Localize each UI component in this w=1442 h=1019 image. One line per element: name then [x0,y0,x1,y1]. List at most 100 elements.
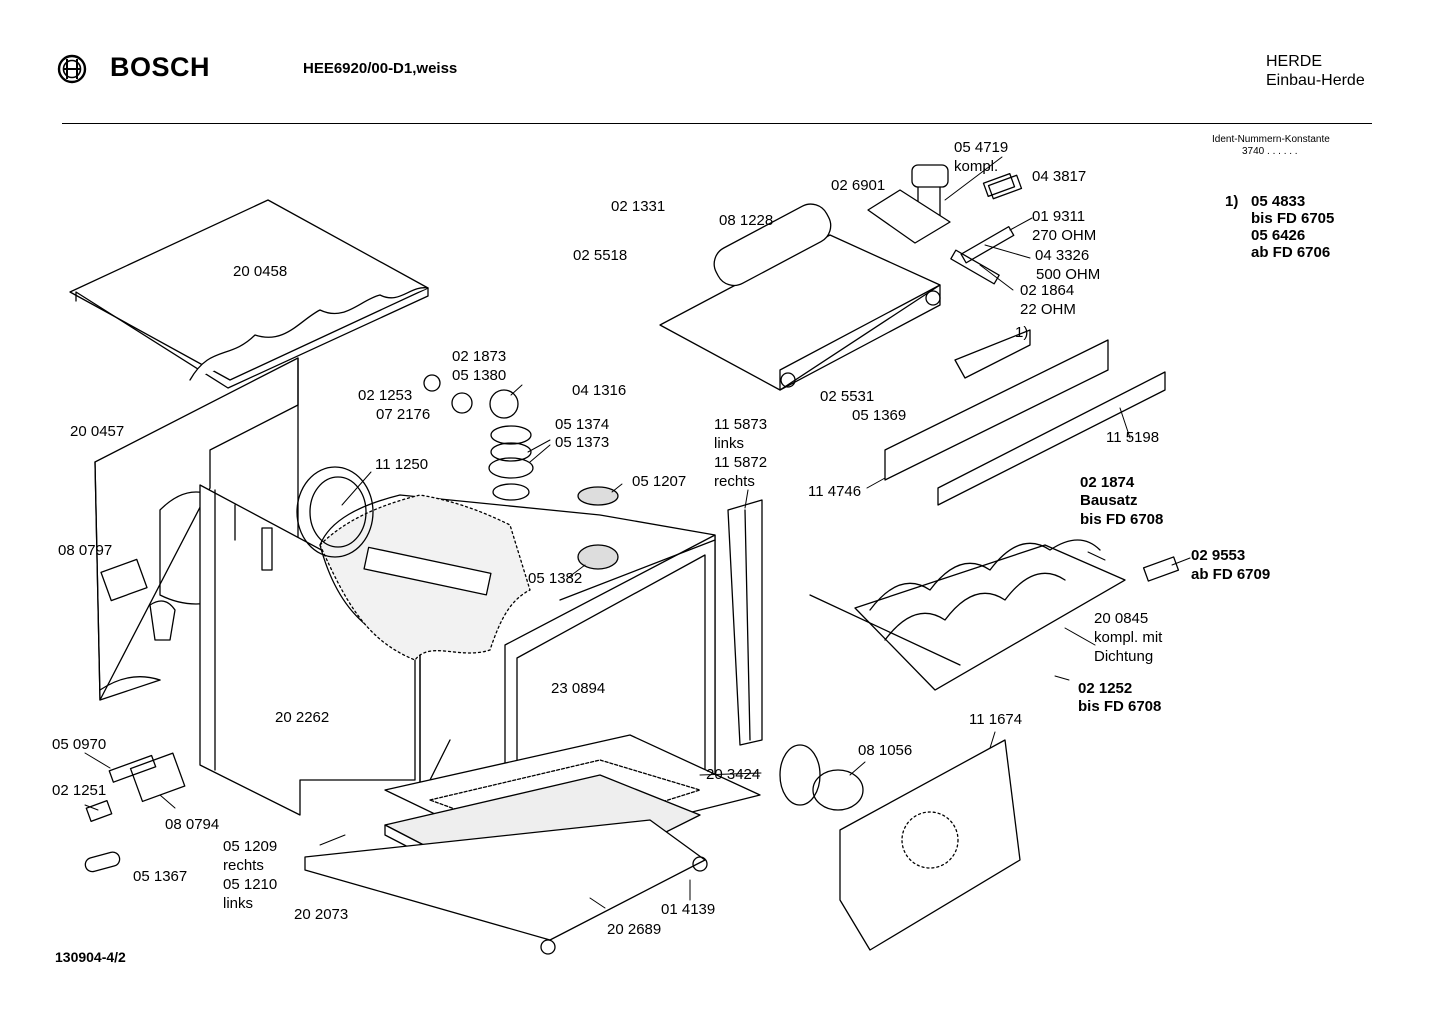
part-label-20-3424: 20 3424 [706,766,761,783]
part-label-02-9553: 02 9553 [1191,547,1246,564]
part-note: Dichtung [1094,648,1154,665]
drawing-number: 130904-4/2 [55,949,126,965]
part-label-500-ohm: 500 OHM [1036,266,1101,283]
part-label-bausatz: Bausatz bis FD 6708 [1080,491,1163,529]
part-label-02-5518: 02 5518 [573,247,628,264]
category-line-1: HERDE [1266,53,1323,70]
model-number: HEE6920/00-D1,weiss [303,60,458,77]
part-label-05-1373: 05 1373 [555,434,610,451]
part-label-08-1056: 08 1056 [858,742,913,759]
part-label-05-1374: 05 1374 [555,416,610,433]
category-line-2: Einbau-Herde [1266,72,1365,89]
part-label-20-2262: 20 2262 [275,709,330,726]
part-note: kompl. [954,158,999,175]
part-note: links [223,895,254,912]
part-label-02-6901: 02 6901 [831,177,886,194]
part-label-02-1874: 02 1874 [1080,474,1135,491]
side-rail-part [727,499,763,746]
part-number: 02 1253 [358,387,413,404]
drawer-rail-part [304,819,708,955]
part-note: rechts [714,473,755,490]
heating-element-part [809,539,1126,691]
ident-constant: Ident-Nummern-Konstante 3740 . . . . . . [1212,134,1330,158]
part-label-23-0894: 23 0894 [551,680,606,697]
part-label-footnote-ref: 1) [1015,324,1029,341]
part-label-11-1250: 11 1250 [375,456,429,473]
part-label-02-1864: 02 1864 22 OHM [1020,281,1076,319]
part-label-20-0457: 20 0457 [70,423,125,440]
small-parts [84,172,1180,873]
lamp-parts [423,374,619,570]
header-rule [62,123,1372,124]
brand-name: BOSCH [110,52,211,82]
part-label-20-2073: 20 2073 [294,906,349,923]
footnote-line-1: 05 4833 [1251,193,1306,210]
footnote-line-4: ab FD 6706 [1251,244,1331,261]
part-note: bis FD 6708 [1080,511,1164,528]
part-number: 05 4719 [954,139,1009,156]
part-label-05-1382: 05 1382 [528,570,583,587]
part-label-02-1251: 02 1251 [52,782,107,799]
part-label-01-9311: 01 9311 270 OHM [1032,207,1096,245]
part-note: links [714,435,745,452]
part-label-20-0458: 20 0458 [233,263,288,280]
part-label-08-0797: 08 0797 [58,542,113,559]
part-label-bis-fd-6708: bis FD 6708 [1078,698,1162,715]
part-note: Bausatz [1080,492,1138,509]
part-label-05-1367: 05 1367 [133,868,188,885]
part-number: 05 1380 [452,367,507,384]
part-number: 02 1873 [452,348,507,365]
part-label-05-1209: 05 1209 rechts 05 1210 links [223,837,277,913]
footnote-line-2: bis FD 6705 [1251,210,1335,227]
part-label-11-5873: 11 5873 links 11 5872 rechts [714,415,767,491]
ident-label: Ident-Nummern-Konstante [1212,134,1330,145]
part-note: 22 OHM [1020,301,1076,318]
part-number: 01 9311 [1032,208,1086,225]
part-number: 05 1209 [223,838,278,855]
part-label-04-1316: 04 1316 [572,382,627,399]
bosch-logo [55,52,93,86]
part-note: kompl. mit [1094,629,1163,646]
leader-lines [84,156,1191,909]
part-number: 11 5873 [714,416,768,433]
part-number: 05 1369 [852,407,907,424]
footnote: 1)05 4833 bis FD 6705 05 6426 ab FD 6706 [1225,193,1334,261]
part-label-02-1253: 02 1253 07 2176 [358,386,430,424]
part-number: 05 1210 [223,876,278,893]
part-number: 02 1864 [1020,282,1075,299]
rear-panel-part [839,739,1021,951]
part-number: 02 5531 [820,388,875,405]
fan-motor-part [779,744,864,811]
control-panel-frames [884,329,1166,506]
part-label-05-1207: 05 1207 [632,473,687,490]
part-note: rechts [223,857,264,874]
part-label-05-4719: 05 4719 kompl. [954,138,1008,176]
part-label-11-1674: 11 1674 [969,711,1023,728]
category: HERDE Einbau-Herde [1266,52,1365,90]
part-label-ab-fd-6709: ab FD 6709 [1191,566,1271,583]
part-label-05-0970: 05 0970 [52,736,107,753]
top-cover-part [69,199,429,389]
part-label-02-1252: 02 1252 [1078,680,1133,697]
part-note: 270 OHM [1032,227,1097,244]
part-number: 07 2176 [376,406,431,423]
fan-housing-part [659,203,941,391]
back-panel-part [199,484,416,816]
part-number: 11 5872 [714,454,768,471]
part-label-20-2689: 20 2689 [607,921,662,938]
part-label-02-5531: 02 5531 05 1369 [820,387,906,425]
part-label-02-1873: 02 1873 05 1380 [452,347,506,385]
part-label-04-3326: 04 3326 [1035,247,1090,264]
part-label-01-4139: 01 4139 [661,901,716,918]
bosch-armature-icon [57,54,87,84]
fan-ring-part [296,466,374,558]
footnote-marker: 1) [1225,193,1239,210]
part-label-02-1331: 02 1331 [611,198,666,215]
ident-value: 3740 . . . . . . [1242,146,1298,157]
thermostat-part [867,164,951,244]
part-label-08-0794: 08 0794 [165,816,220,833]
resistor-parts [950,174,1023,285]
part-label-08-1228: 08 1228 [719,212,774,229]
